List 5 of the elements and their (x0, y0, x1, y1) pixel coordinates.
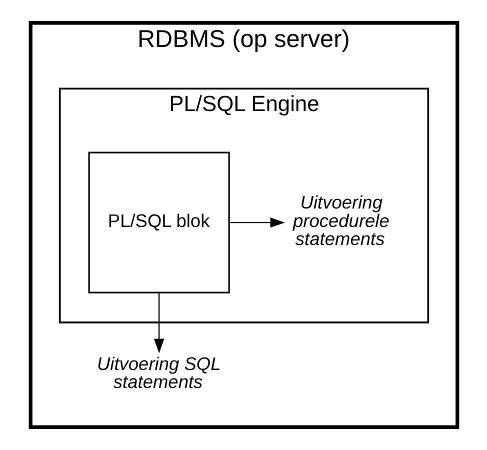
node-text: Uitvoering procedurele statements (292, 192, 389, 250)
node-text: Uitvoering SQL statements (96, 352, 220, 392)
arrow (228, 217, 284, 228)
node-box: PL/SQL blok (88, 152, 230, 294)
arrow (153, 292, 164, 354)
